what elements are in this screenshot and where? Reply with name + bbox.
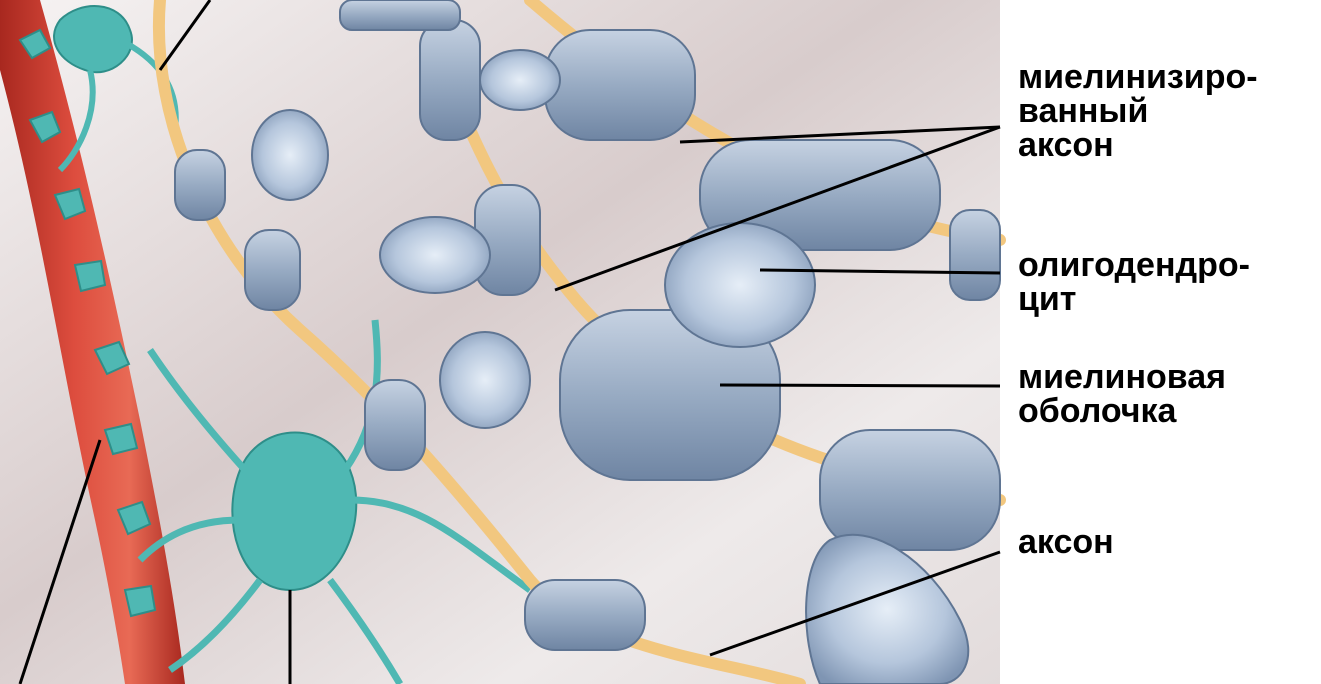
label-myelin-sheath: миелиновая оболочка xyxy=(1018,360,1226,428)
label-myelinated-axon-line3: аксон xyxy=(1018,128,1258,162)
label-oligodendrocyte: олигодендро- цит xyxy=(1018,248,1250,316)
label-myelinated-axon: миелинизиро- ванный аксон xyxy=(1018,60,1258,162)
label-myelinated-axon-line2: ванный xyxy=(1018,94,1258,128)
label-myelin-sheath-line1: миелиновая xyxy=(1018,360,1226,394)
label-myelinated-axon-line1: миелинизиро- xyxy=(1018,60,1258,94)
label-oligodendrocyte-line2: цит xyxy=(1018,282,1250,316)
label-oligodendrocyte-line1: олигодендро- xyxy=(1018,248,1250,282)
label-axon: аксон xyxy=(1018,525,1114,559)
label-axon-line1: аксон xyxy=(1018,525,1114,559)
label-myelin-sheath-line2: оболочка xyxy=(1018,394,1226,428)
